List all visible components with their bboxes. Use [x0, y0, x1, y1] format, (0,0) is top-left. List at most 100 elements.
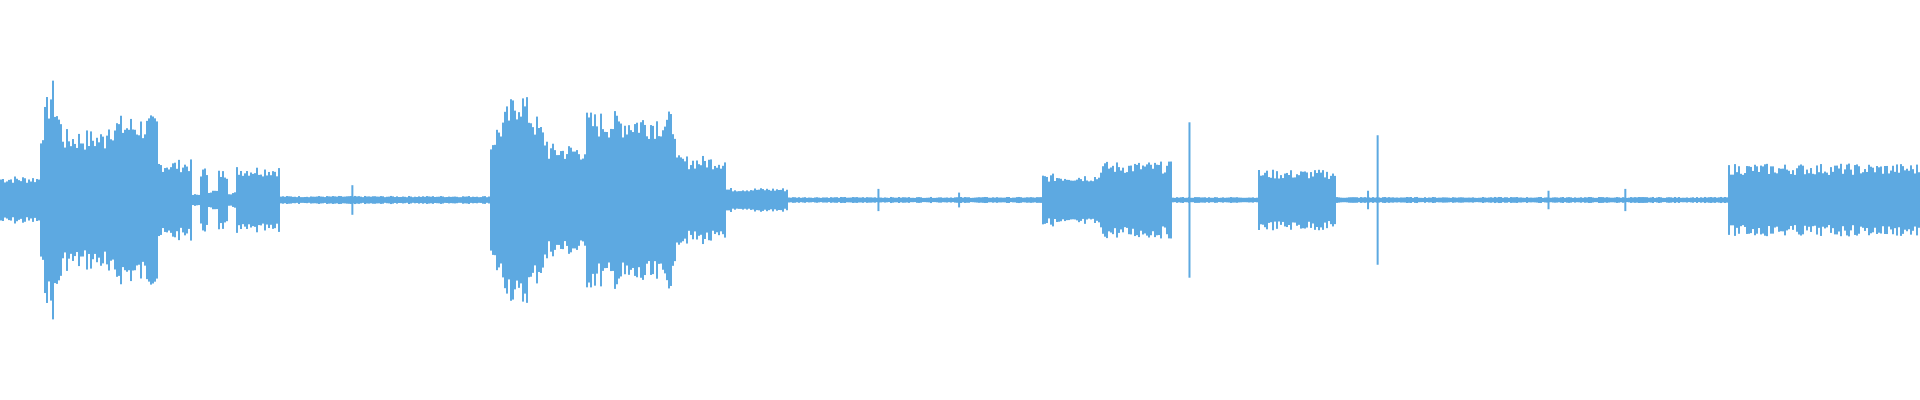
- waveform-sample-bar: [230, 194, 232, 206]
- waveform-sample-bar: [534, 134, 536, 266]
- waveform-sample-bar: [1432, 196, 1434, 204]
- waveform-sample-bar: [622, 137, 624, 263]
- waveform-sample-bar: [1864, 169, 1866, 231]
- waveform-sample-bar: [216, 190, 218, 210]
- waveform-sample-bar: [1568, 197, 1570, 203]
- waveform-sample-bar: [538, 128, 540, 272]
- waveform-sample-bar: [696, 160, 698, 240]
- waveform-sample-bar: [862, 197, 864, 203]
- waveform-sample-bar: [1330, 175, 1332, 225]
- waveform-sample-bar: [938, 197, 940, 203]
- waveform-sample-bar: [732, 191, 734, 209]
- waveform-sample-bar: [946, 197, 948, 203]
- waveform-sample-bar: [744, 191, 746, 209]
- waveform-sample-bar: [980, 197, 982, 203]
- waveform-sample-bar: [102, 136, 104, 264]
- waveform-sample-bar: [138, 135, 140, 265]
- waveform-sample-bar: [1738, 166, 1740, 234]
- waveform-sample-bar: [1160, 161, 1162, 239]
- waveform-sample-bar: [1850, 169, 1852, 231]
- waveform-sample-bar: [1848, 163, 1850, 237]
- waveform-sample-bar: [462, 196, 464, 204]
- waveform-sample-bar: [624, 125, 626, 275]
- waveform-sample-bar: [724, 162, 726, 238]
- waveform-sample-bar: [480, 197, 482, 203]
- waveform-sample-bar: [258, 174, 260, 226]
- waveform-sample-bar: [1244, 197, 1246, 203]
- waveform-sample-bar: [1164, 172, 1166, 228]
- waveform-sample-bar: [1216, 197, 1218, 203]
- waveform-sample-bar: [914, 197, 916, 203]
- waveform-sample-bar: [708, 159, 710, 241]
- waveform-sample-bar: [762, 189, 764, 211]
- waveform-sample-bar: [706, 167, 708, 233]
- waveform-sample-bar: [1578, 197, 1580, 203]
- waveform-sample-bar: [1886, 165, 1888, 235]
- waveform-sample-bar: [1036, 197, 1038, 203]
- waveform-sample-bar: [72, 139, 74, 261]
- waveform-sample-bar: [1060, 178, 1062, 222]
- waveform-sample-bar: [1294, 177, 1296, 223]
- waveform-transient-group: [351, 122, 1627, 278]
- waveform-sample-bar: [544, 145, 546, 255]
- waveform-sample-bar: [1322, 170, 1324, 230]
- waveform-sample-bar: [1186, 197, 1188, 203]
- waveform-sample-bar: [174, 162, 176, 238]
- waveform-sample-bar: [1482, 196, 1484, 204]
- waveform-sample-bar: [1816, 165, 1818, 235]
- waveform-sample-bar: [550, 148, 552, 252]
- waveform-sample-bar: [1076, 179, 1078, 221]
- waveform-sample-bar: [1728, 165, 1730, 235]
- waveform-sample-bar: [400, 196, 402, 204]
- waveform-sample-bar: [1528, 197, 1530, 203]
- waveform-sample-bar: [132, 129, 134, 271]
- waveform-sample-bar: [1008, 196, 1010, 204]
- waveform-sample-bar: [180, 172, 182, 228]
- waveform-sample-bar: [1026, 197, 1028, 203]
- waveform-sample-bar: [1538, 197, 1540, 203]
- waveform-sample-bar: [444, 197, 446, 203]
- waveform-sample-bar: [1176, 197, 1178, 203]
- waveform-sample-bar: [756, 189, 758, 211]
- waveform-sample-bar: [918, 197, 920, 203]
- waveform-sample-bar: [1500, 197, 1502, 203]
- waveform-sample-bar: [1238, 197, 1240, 203]
- waveform-sample-bar: [412, 197, 414, 203]
- waveform-transient-spike: [1624, 188, 1627, 212]
- waveform-sample-bar: [12, 182, 14, 218]
- waveform-sample-bar: [166, 167, 168, 233]
- waveform-sample-bar: [880, 197, 882, 203]
- waveform-sample-bar: [1470, 197, 1472, 203]
- waveform-sample-bar: [988, 197, 990, 203]
- waveform-sample-bar: [1708, 197, 1710, 203]
- waveform-sample-bar: [292, 196, 294, 204]
- waveform-sample-bar: [498, 132, 500, 268]
- waveform-sample-bar: [1256, 197, 1258, 203]
- waveform-sample-bar: [1110, 167, 1112, 233]
- waveform-sample-bar: [1118, 167, 1120, 233]
- waveform-sample-bar: [1316, 172, 1318, 228]
- waveform-sample-bar: [14, 176, 16, 224]
- waveform-sample-bar: [226, 178, 228, 222]
- waveform-sample-bar: [1664, 197, 1666, 203]
- waveform-sample-bar: [1872, 167, 1874, 233]
- waveform-sample-bar: [390, 195, 392, 205]
- waveform-sample-bar: [78, 133, 80, 267]
- waveform-sample-bar: [1074, 180, 1076, 220]
- waveform-sample-bar: [44, 106, 46, 294]
- waveform-sample-bar: [1860, 173, 1862, 227]
- waveform-sample-bar: [1846, 164, 1848, 236]
- waveform-sample-bar: [468, 196, 470, 204]
- waveform-sample-bar: [1524, 197, 1526, 203]
- waveform-sample-bar: [770, 190, 772, 210]
- waveform-sample-bar: [554, 150, 556, 250]
- waveform-sample-bar: [1602, 197, 1604, 203]
- waveform-sample-bar: [1784, 164, 1786, 236]
- waveform-sample-bar: [882, 197, 884, 203]
- waveform-sample-bar: [1796, 168, 1798, 232]
- waveform-sample-bar: [1356, 197, 1358, 203]
- waveform-sample-bar: [986, 197, 988, 203]
- waveform-sample-bar: [1016, 197, 1018, 203]
- waveform-sample-bar: [1062, 180, 1064, 220]
